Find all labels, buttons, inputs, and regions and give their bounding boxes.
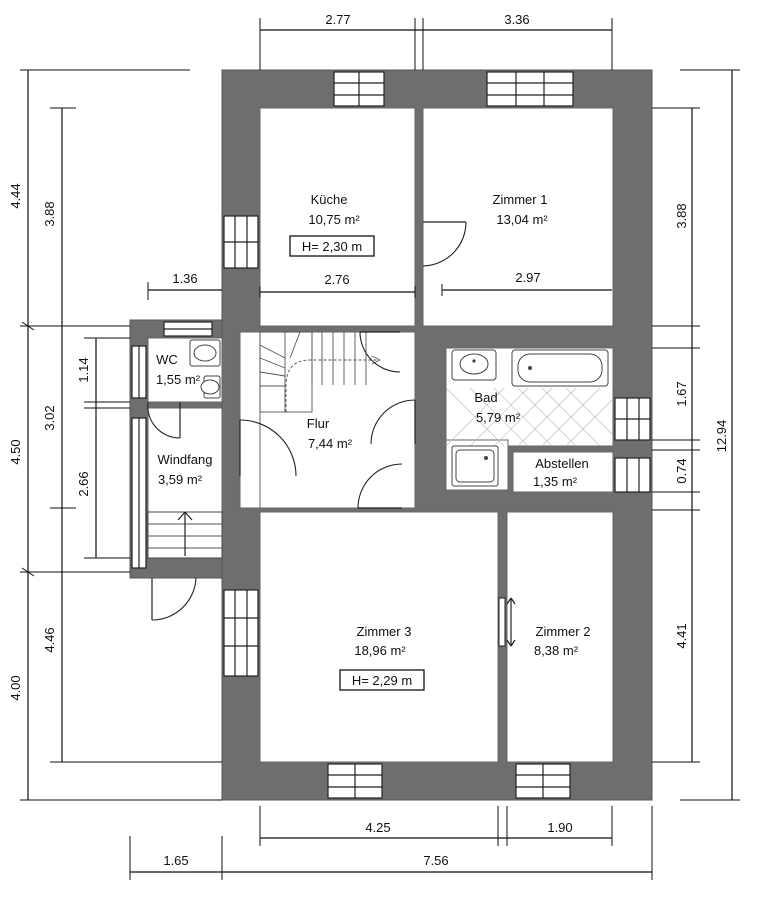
room-name-flur: Flur — [307, 416, 330, 431]
dim-bottom-zimmer-3: 4.25 — [365, 820, 390, 835]
room-name-windfang: Windfang — [158, 452, 213, 467]
dim-bottom-total: 7.56 — [423, 853, 448, 868]
room-name-abstellen: Abstellen — [535, 456, 588, 471]
room-labels: Küche 10,75 m² H= 2,30 m Zimmer 1 13,04 … — [156, 192, 591, 691]
room-area-zimmer-3: 18,96 m² — [354, 643, 406, 658]
window-zimmer-2-bottom — [515, 763, 571, 799]
door-flur-kueche — [359, 331, 401, 373]
window-zimmer-3-bottom — [327, 763, 383, 799]
door-flur-left — [239, 419, 297, 477]
doors — [147, 221, 516, 647]
room-name-zimmer-2: Zimmer 2 — [536, 624, 591, 639]
bath-tiles — [445, 387, 613, 447]
dim-left-outer-1: 4.44 — [8, 183, 23, 208]
dim-left-outer-2: 4.50 — [8, 439, 23, 464]
room-name-bad: Bad — [474, 390, 497, 405]
wc-washbasin-icon — [189, 339, 221, 367]
window-kueche-left — [223, 215, 259, 269]
room-abstellen — [512, 451, 614, 493]
door-wc — [147, 401, 181, 439]
window-wc-left — [131, 345, 147, 399]
height-box-kueche — [289, 235, 375, 257]
dim-left-inner-3: 4.46 — [42, 627, 57, 652]
dimensions-right: 3.88 1.67 0.74 4.41 12.94 — [652, 69, 740, 801]
dim-left-inner-2: 3.02 — [42, 405, 57, 430]
fixtures — [189, 339, 609, 487]
dim-top-kueche: 2.77 — [325, 12, 350, 27]
room-name-wc: WC — [156, 352, 178, 367]
dimensions-top: 2.77 3.36 — [259, 12, 613, 70]
dimensions-bottom: 4.25 1.90 1.65 7.56 — [129, 806, 653, 880]
dim-left-inner-1: 3.88 — [42, 201, 57, 226]
room-area-wc: 1,55 m² — [156, 372, 201, 387]
window-abstellen-right — [614, 457, 651, 493]
dimensions-inside: 2.76 2.97 1.36 — [147, 270, 612, 300]
windows — [131, 71, 651, 799]
dim-inside-zimmer-1: 2.97 — [515, 270, 540, 285]
room-area-kueche: 10,75 m² — [308, 212, 360, 227]
dim-left-outer-3: 4.00 — [8, 675, 23, 700]
dim-right-bad: 1.67 — [674, 381, 689, 406]
window-bad-right — [614, 397, 651, 441]
dim-bottom-zimmer-2: 1.90 — [547, 820, 572, 835]
room-area-zimmer-1: 13,04 m² — [496, 212, 548, 227]
dim-left-windfang: 2.66 — [76, 471, 91, 496]
height-kueche: H= 2,30 m — [302, 239, 362, 254]
room-area-windfang: 3,59 m² — [158, 472, 203, 487]
dim-right-total: 12.94 — [714, 420, 729, 453]
room-area-zimmer-2: 8,38 m² — [534, 643, 579, 658]
dim-inside-windfang: 1.36 — [172, 271, 197, 286]
window-wc-top — [163, 321, 213, 337]
room-zimmer-2 — [506, 511, 614, 763]
room-flur-stair-area — [259, 331, 416, 509]
room-name-kueche: Küche — [311, 192, 348, 207]
shower-tray-icon — [451, 445, 499, 487]
dim-right-zimmer-1: 3.88 — [674, 203, 689, 228]
room-name-zimmer-3: Zimmer 3 — [357, 624, 412, 639]
dim-right-zimmer-2: 4.41 — [674, 623, 689, 648]
dimensions-left: 4.44 4.50 4.00 3.88 3.02 4.46 1.14 2.66 — [8, 69, 222, 801]
toilet-icon — [200, 375, 221, 399]
door-zimmer-3 — [357, 463, 403, 509]
room-zimmer-3 — [259, 511, 499, 763]
staircase — [259, 331, 381, 413]
dim-left-wc: 1.14 — [76, 357, 91, 382]
room-area-flur: 7,44 m² — [308, 436, 353, 451]
door-zimmer-1 — [422, 221, 467, 267]
window-windfang-left — [131, 417, 147, 569]
window-zimmer-1-top — [486, 71, 574, 107]
room-area-bad: 5,79 m² — [476, 410, 521, 425]
door-bad — [370, 399, 416, 445]
window-kueche-top — [333, 71, 385, 107]
height-box-zimmer-3 — [339, 669, 425, 691]
bathtub-icon — [511, 349, 609, 387]
door-zimmer-2-sliding — [498, 597, 516, 647]
dim-right-abstellen: 0.74 — [674, 458, 689, 483]
door-entrance — [151, 577, 197, 621]
room-name-zimmer-1: Zimmer 1 — [493, 192, 548, 207]
room-kueche — [259, 107, 416, 327]
room-area-abstellen: 1,35 m² — [533, 474, 578, 489]
dim-inside-kueche: 2.76 — [324, 272, 349, 287]
washbasin-icon — [451, 349, 497, 381]
height-zimmer-3: H= 2,29 m — [352, 673, 412, 688]
window-zimmer-3-left — [223, 589, 259, 677]
dim-bottom-entry: 1.65 — [163, 853, 188, 868]
entry-steps — [147, 511, 223, 559]
dim-top-zimmer-1: 3.36 — [504, 12, 529, 27]
